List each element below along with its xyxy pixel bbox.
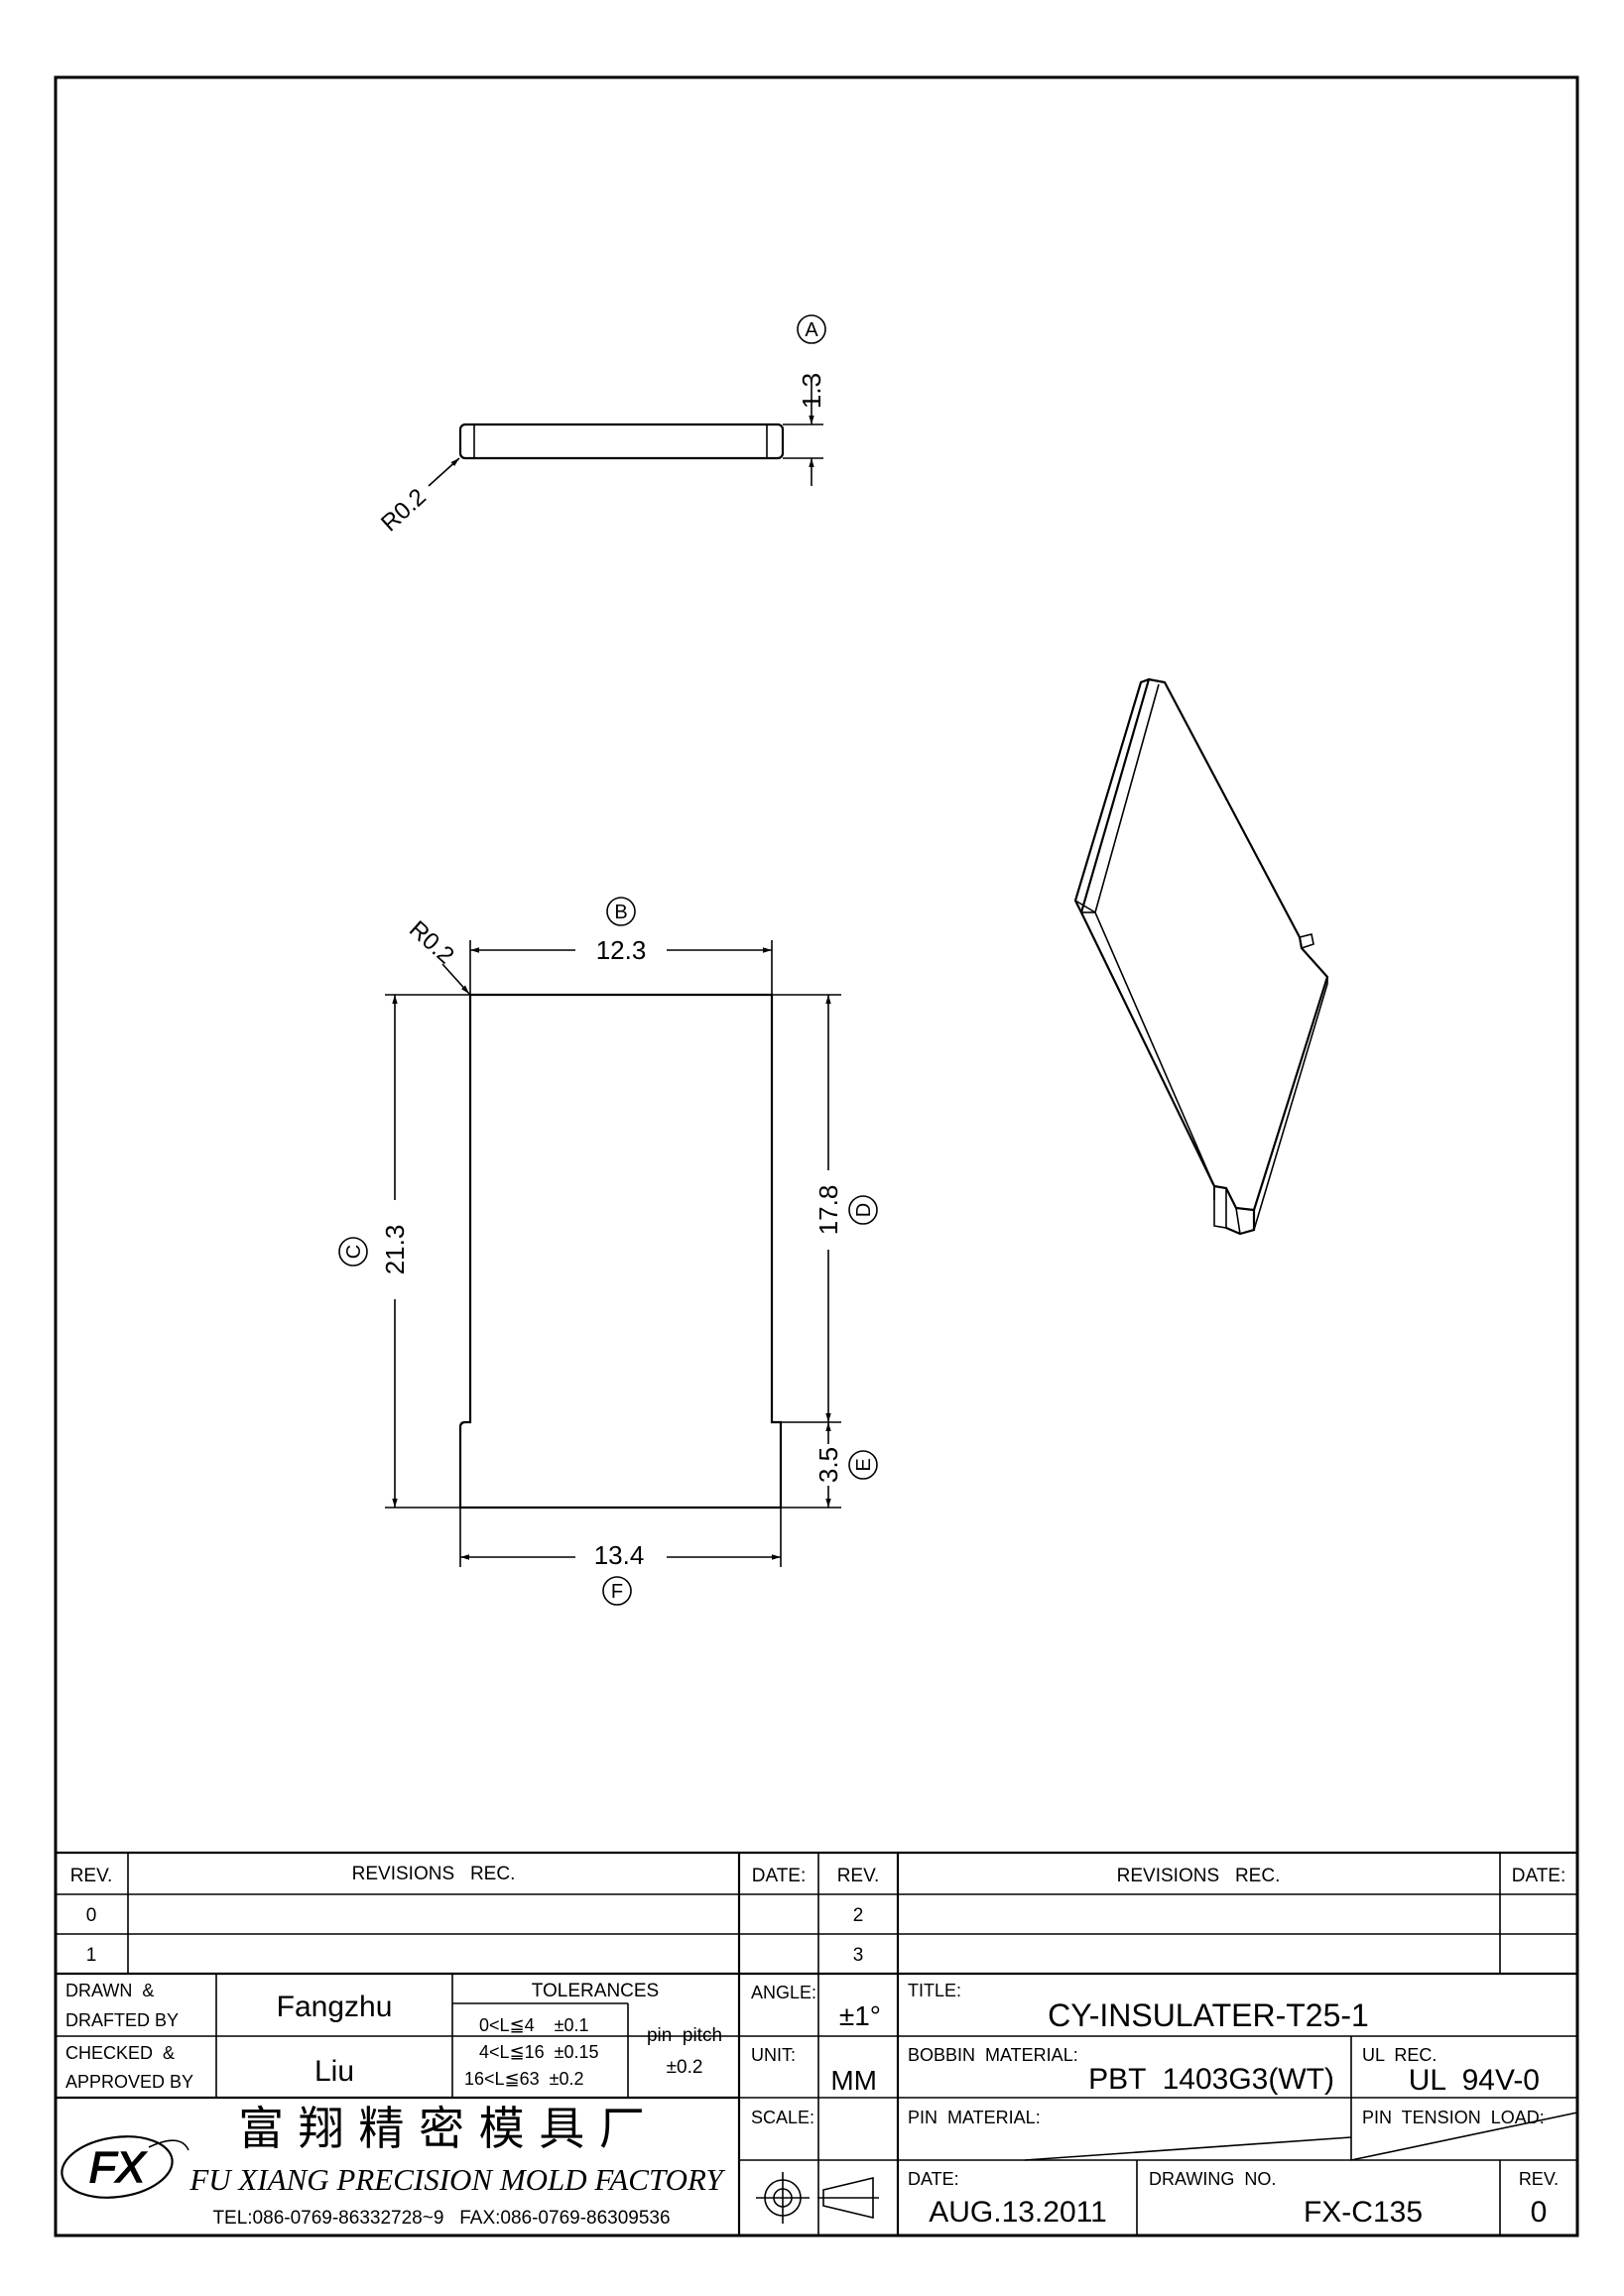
checked-value: Liu bbox=[314, 2055, 354, 2088]
balloon-f bbox=[602, 1576, 632, 1606]
tolerances-label: TOLERANCES bbox=[532, 1981, 659, 2001]
unit-label: UNIT: bbox=[751, 2045, 796, 2065]
balloon-f-label: F bbox=[611, 1581, 623, 1603]
date-value: AUG.13.2011 bbox=[929, 2196, 1107, 2229]
angle-label: ANGLE: bbox=[751, 1983, 816, 2002]
pin-tension-label: PIN TENSION LOAD: bbox=[1362, 2108, 1545, 2127]
title-label: TITLE: bbox=[908, 1981, 961, 2000]
width-bottom-label: 13.4 bbox=[594, 1540, 645, 1570]
bobbin-value: PBT 1403G3(WT) bbox=[1088, 2063, 1334, 2096]
unit-value: MM bbox=[830, 2065, 877, 2096]
balloon-c-label: C bbox=[343, 1245, 365, 1259]
revision-table: REV. REVISIONS REC. DATE: REV. REVISIONS… bbox=[56, 1851, 1577, 2236]
projection-symbol-icon bbox=[756, 2172, 879, 2224]
rec-header-right: REVISIONS REC. bbox=[1117, 1866, 1281, 1886]
title-block: DRAWN & DRAFTED BY Fangzhu CHECKED & APP… bbox=[56, 1974, 1578, 2236]
tol-row-2: 4<L≦16 ±0.15 bbox=[479, 2042, 599, 2062]
tol-row-1: 0<L≦4 ±0.1 bbox=[479, 2015, 589, 2035]
top-radius-label: R0.2 bbox=[404, 915, 459, 969]
rev-row-0: 0 bbox=[86, 1905, 97, 1926]
tol-row-3: 16<L≦63 ±0.2 bbox=[464, 2069, 584, 2089]
ul-value: UL 94V-0 bbox=[1409, 2064, 1540, 2097]
balloon-e-label: E bbox=[853, 1458, 875, 1471]
scale-label: SCALE: bbox=[751, 2108, 814, 2127]
balloon-e bbox=[848, 1450, 878, 1480]
balloon-c bbox=[338, 1237, 368, 1267]
angle-value: ±1° bbox=[839, 2000, 881, 2031]
pin-pitch-value: ±0.2 bbox=[667, 2057, 703, 2078]
drawn-value: Fangzhu bbox=[277, 1991, 393, 2023]
drawing-border bbox=[54, 75, 1579, 2237]
height-tab-label: 3.5 bbox=[813, 1447, 843, 1483]
ul-label: UL REC. bbox=[1362, 2045, 1437, 2065]
date-header-left: DATE: bbox=[752, 1866, 807, 1886]
drawing-no-label: DRAWING NO. bbox=[1149, 2169, 1276, 2189]
bobbin-label: BOBBIN MATERIAL: bbox=[908, 2045, 1078, 2065]
rev-row-1: 1 bbox=[86, 1945, 97, 1966]
drawn-label-2: DRAFTED BY bbox=[65, 2010, 179, 2030]
rev-row-3: 3 bbox=[853, 1945, 864, 1966]
top-view: 12.3 B R0.2 21.3 C 17.8 D 3.5 E bbox=[338, 897, 878, 1606]
balloon-d-label: D bbox=[853, 1203, 875, 1217]
height-total-label: 21.3 bbox=[380, 1225, 410, 1275]
balloon-b bbox=[606, 897, 636, 926]
rev-value: 0 bbox=[1531, 2196, 1548, 2229]
company-block: FX 富 翔 精 密 模 具 厂 FU XIANG PRECISION MOLD… bbox=[61, 2102, 725, 2229]
title-value: CY-INSULATER-T25-1 bbox=[1048, 1997, 1369, 2033]
rev-header-left: REV. bbox=[70, 1866, 113, 1886]
rev-label: REV. bbox=[1519, 2169, 1559, 2189]
checked-label-2: APPROVED BY bbox=[65, 2072, 193, 2092]
rec-header-left: REVISIONS REC. bbox=[352, 1864, 516, 1884]
date-label: DATE: bbox=[908, 2169, 959, 2189]
balloon-a-label: A bbox=[805, 319, 818, 341]
pin-pitch-label: pin pitch bbox=[647, 2025, 722, 2046]
drawing-no-value: FX-C135 bbox=[1304, 2196, 1423, 2229]
company-name-cn: 富 翔 精 密 模 具 厂 bbox=[238, 2102, 645, 2155]
width-top-label: 12.3 bbox=[596, 935, 647, 965]
pin-material-label: PIN MATERIAL: bbox=[908, 2108, 1041, 2127]
isometric-view bbox=[1073, 677, 1329, 1236]
side-view: 1.3 A R0.2 bbox=[376, 314, 826, 537]
company-name-en: FU XIANG PRECISION MOLD FACTORY bbox=[188, 2162, 725, 2197]
height-body-label: 17.8 bbox=[813, 1185, 843, 1236]
side-thickness-label: 1.3 bbox=[797, 373, 826, 409]
rev-header-right: REV. bbox=[837, 1866, 880, 1886]
drawn-label-1: DRAWN & bbox=[65, 1981, 154, 2000]
logo-text: FX bbox=[89, 2143, 147, 2192]
company-contact: TEL:086-0769-86332728~9 FAX:086-0769-863… bbox=[212, 2208, 670, 2229]
balloon-a bbox=[797, 314, 826, 344]
rev-row-2: 2 bbox=[853, 1905, 864, 1926]
date-header-right: DATE: bbox=[1512, 1866, 1566, 1886]
company-logo: FX bbox=[61, 2135, 189, 2199]
balloon-b-label: B bbox=[614, 902, 627, 923]
side-radius-label: R0.2 bbox=[376, 483, 432, 537]
checked-label-1: CHECKED & bbox=[65, 2043, 175, 2063]
balloon-d bbox=[848, 1195, 878, 1225]
